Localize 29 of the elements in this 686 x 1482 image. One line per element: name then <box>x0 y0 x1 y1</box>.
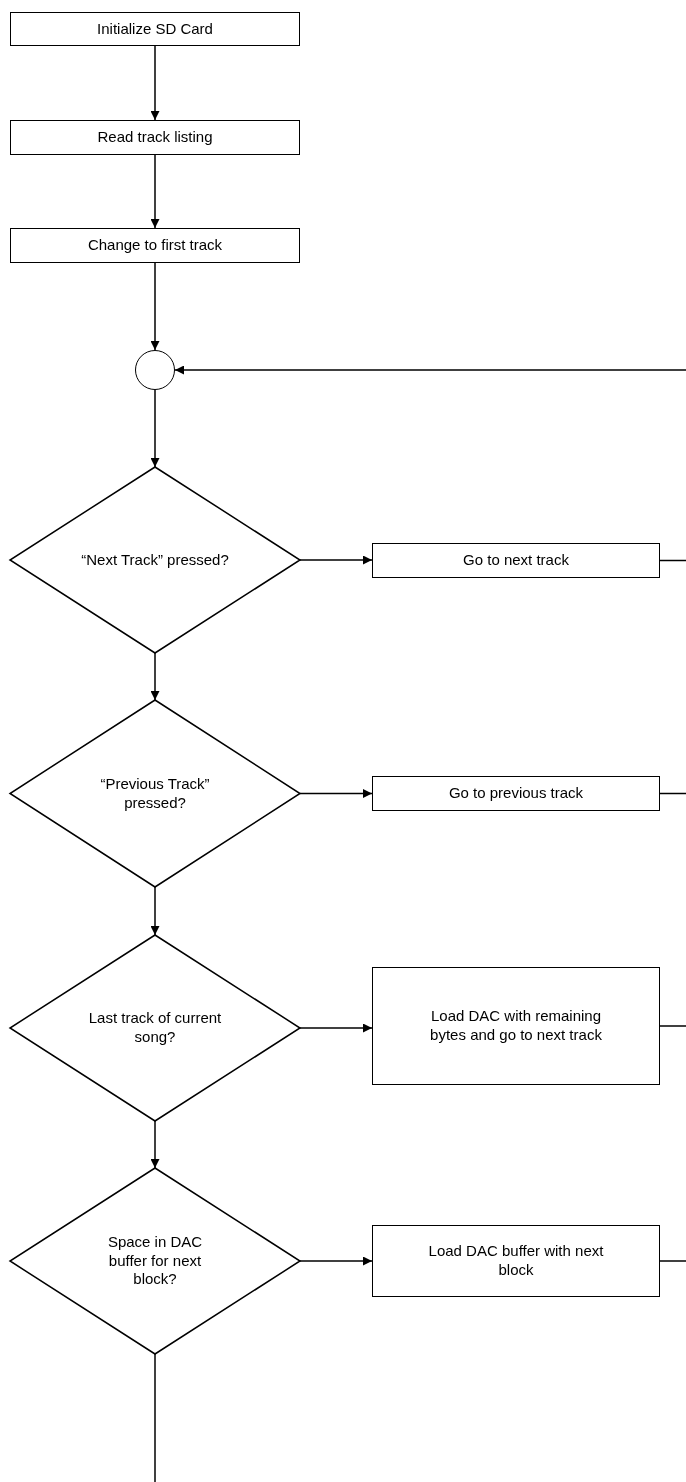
decision-question: Space in DAC buffer for next block? <box>106 1232 204 1290</box>
connector-line <box>659 559 686 562</box>
process-box: Load DAC with remaining bytes and go to next track <box>372 967 660 1085</box>
arrow <box>150 154 160 229</box>
arrow <box>150 652 160 701</box>
process-box: Load DAC buffer with next block <box>372 1225 660 1297</box>
decision-question: “Previous Track” pressed? <box>99 774 211 813</box>
arrow <box>150 389 160 468</box>
connector-line <box>659 792 686 795</box>
decision-question: Last track of current song? <box>87 1009 223 1047</box>
process-box: Go to next track <box>372 543 660 578</box>
arrow <box>174 365 686 375</box>
connector-line <box>659 1260 686 1262</box>
arrow <box>150 45 160 121</box>
connector-line <box>154 1353 156 1482</box>
connector-line <box>659 1025 686 1027</box>
connector-circle <box>135 350 175 390</box>
arrow <box>150 1120 160 1169</box>
arrow <box>299 789 373 798</box>
arrow <box>150 886 160 936</box>
arrow <box>299 1023 373 1033</box>
arrow <box>150 262 160 351</box>
arrow <box>299 555 373 565</box>
arrow <box>299 1256 373 1266</box>
process-box: Go to previous track <box>372 776 660 811</box>
process-box: Initialize SD Card <box>10 12 300 46</box>
decision-question: “Next Track” pressed? <box>81 550 229 570</box>
process-box: Change to first track <box>10 228 300 263</box>
process-box: Read track listing <box>10 120 300 155</box>
